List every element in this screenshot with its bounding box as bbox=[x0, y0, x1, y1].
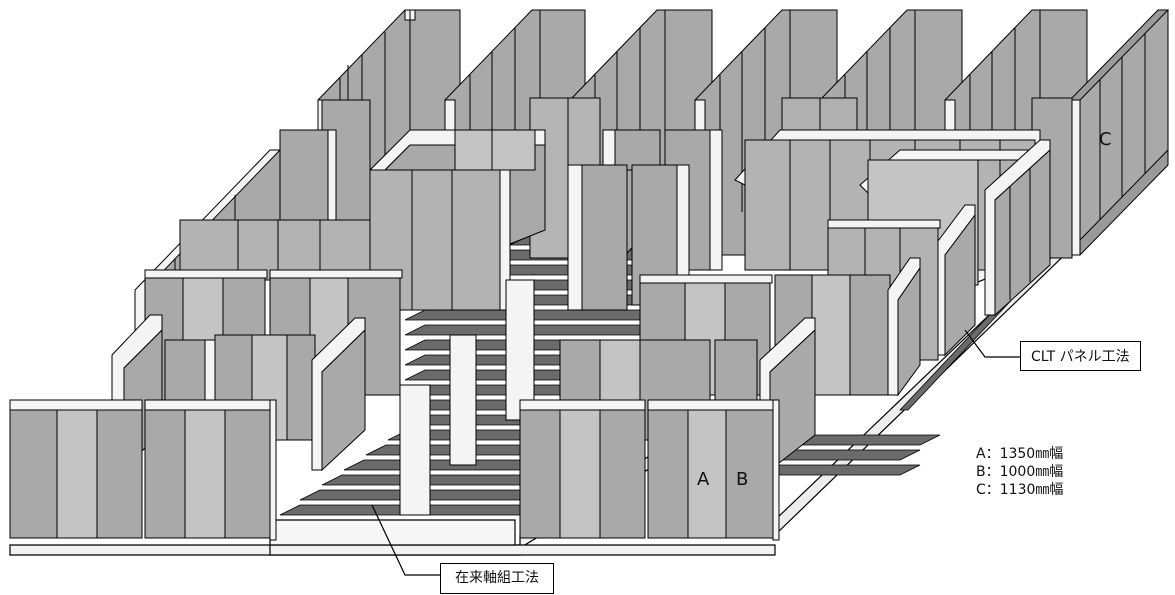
legend-item-b: B：1000㎜幅 bbox=[976, 464, 1064, 480]
legend-item-c: C：1130㎜幅 bbox=[976, 482, 1064, 498]
legend-item-a: A：1350㎜幅 bbox=[976, 446, 1064, 462]
panel-marker-c: C bbox=[1099, 129, 1112, 150]
clt-leader-line bbox=[964, 329, 1020, 358]
front-left-panels bbox=[9, 399, 277, 541]
leader-lines bbox=[371, 329, 1020, 576]
clt-method-label: CLT パネル工法 bbox=[1020, 341, 1141, 371]
panel-marker-a: A bbox=[697, 469, 710, 490]
front-right-panels bbox=[519, 399, 780, 541]
panel-marker-b: B bbox=[736, 469, 748, 490]
panel-width-legend: A：1350㎜幅 B：1000㎜幅 C：1130㎜幅 bbox=[976, 445, 1063, 499]
conventional-method-label: 在来軸組工法 bbox=[440, 563, 554, 594]
conventional-leader-line bbox=[371, 504, 440, 576]
